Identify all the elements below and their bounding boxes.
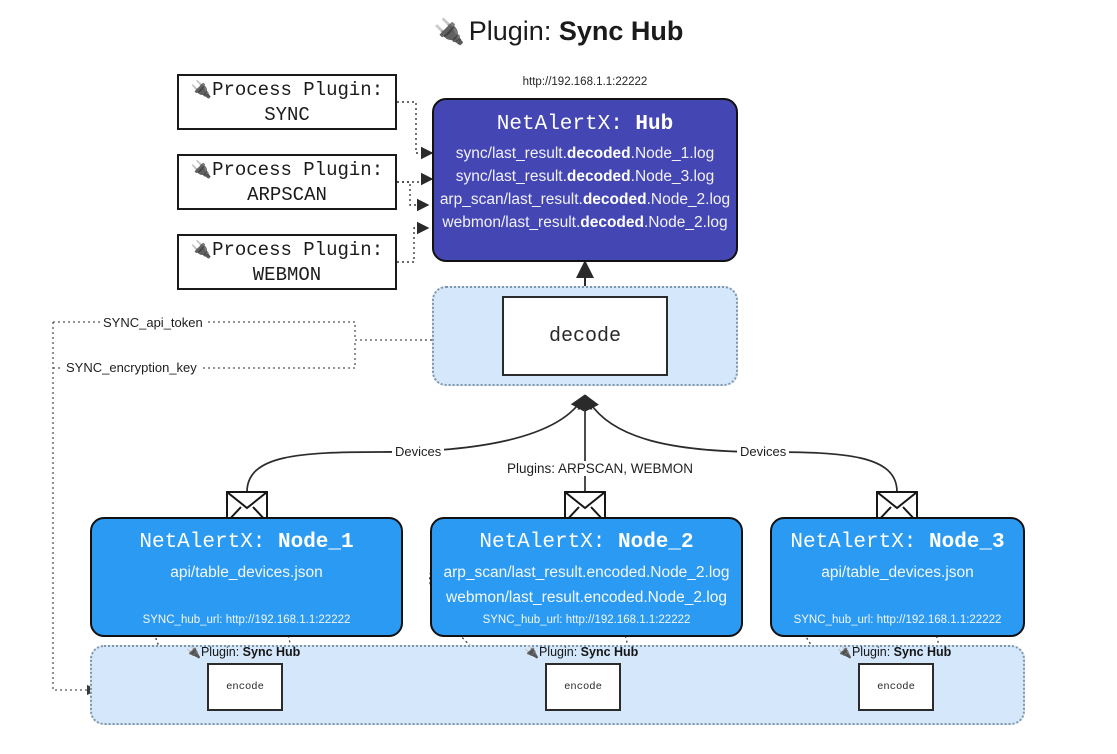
plug-icon: 🔌 xyxy=(433,18,465,46)
hub-log-row: sync/last_result.decoded.Node_1.log xyxy=(455,145,715,162)
node-1-lines: api/table_devices.json xyxy=(170,564,323,582)
encoder-1-caption: 🔌Plugin: Sync Hub xyxy=(186,645,301,659)
node-3-box[interactable]: NetAlertX: Node_3 api/table_devices.json… xyxy=(770,517,1025,637)
node-2-box[interactable]: NetAlertX: Node_2 arp_scan/last_result.e… xyxy=(430,517,743,637)
encode-box-2[interactable]: encode xyxy=(545,663,621,711)
sync-api-token-label: SYNC_api_token xyxy=(100,315,206,330)
process-plugin-webmon-box[interactable]: 🔌Process Plugin: WEBMON xyxy=(177,234,397,290)
node-3-hub-url: SYNC_hub_url: http://192.168.1.1:22222 xyxy=(793,614,1002,626)
process-plugin-webmon-line2: WEBMON xyxy=(252,264,322,286)
plug-icon: 🔌 xyxy=(186,645,201,659)
encode-label: encode xyxy=(226,681,264,693)
node-2-title: NetAlertX: Node_2 xyxy=(479,531,694,554)
process-plugin-sync-box[interactable]: 🔌Process Plugin: SYNC xyxy=(177,74,397,130)
page-title-name: Sync Hub xyxy=(558,16,684,46)
encode-box-3[interactable]: encode xyxy=(858,663,934,711)
hub-title: NetAlertX: Hub xyxy=(496,113,674,136)
encode-label: encode xyxy=(564,681,602,693)
node-2-line: webmon/last_result.encoded.Node_2.log xyxy=(446,589,727,606)
process-plugin-sync-line2: SYNC xyxy=(264,104,310,126)
node-1-box[interactable]: NetAlertX: Node_1 api/table_devices.json… xyxy=(90,517,403,637)
hub-log-row: webmon/last_result.decoded.Node_2.log xyxy=(442,214,728,231)
plug-icon: 🔌 xyxy=(190,240,213,260)
process-plugin-webmon-line1: 🔌Process Plugin: xyxy=(190,239,384,261)
process-plugin-arpscan-line1: 🔌Process Plugin: xyxy=(190,159,384,181)
plug-icon: 🔌 xyxy=(190,80,213,100)
process-plugin-arpscan-box[interactable]: 🔌Process Plugin: ARPSCAN xyxy=(177,154,397,210)
node-2-line: arp_scan/last_result.encoded.Node_2.log xyxy=(443,564,730,581)
sync-encryption-key-label: SYNC_encryption_key xyxy=(63,360,200,375)
decode-label: decode xyxy=(548,324,621,348)
decode-box[interactable]: decode xyxy=(502,296,668,376)
hub-log-row: arp_scan/last_result.decoded.Node_2.log xyxy=(439,191,731,208)
plug-icon: 🔌 xyxy=(524,645,539,659)
hub-url-label: http://192.168.1.1:22222 xyxy=(522,76,648,88)
page-title: 🔌Plugin: Sync Hub xyxy=(0,16,1117,47)
process-plugin-sync-line1: 🔌Process Plugin: xyxy=(190,79,384,101)
node-1-hub-url: SYNC_hub_url: http://192.168.1.1:22222 xyxy=(142,614,351,626)
node-2-lines: arp_scan/last_result.encoded.Node_2.log … xyxy=(443,564,729,607)
encoder-3-caption: 🔌Plugin: Sync Hub xyxy=(837,645,952,659)
plug-icon: 🔌 xyxy=(190,160,213,180)
edge-label-devices-left: Devices xyxy=(392,444,445,459)
hub-node[interactable]: NetAlertX: Hub sync/last_result.decoded.… xyxy=(432,98,738,262)
edge-label-plugins: Plugins: ARPSCAN, WEBMON xyxy=(504,461,697,476)
node-1-line: api/table_devices.json xyxy=(170,564,323,581)
hub-log-row: sync/last_result.decoded.Node_3.log xyxy=(455,168,715,185)
encoder-2-caption: 🔌Plugin: Sync Hub xyxy=(524,645,639,659)
edge-label-devices-right: Devices xyxy=(737,444,790,459)
plug-icon: 🔌 xyxy=(837,645,852,659)
page-title-prefix: Plugin: xyxy=(468,16,559,46)
node-3-lines: api/table_devices.json xyxy=(821,564,974,582)
hub-log-list: sync/last_result.decoded.Node_1.log sync… xyxy=(434,145,736,232)
node-1-title: NetAlertX: Node_1 xyxy=(139,531,354,554)
node-2-hub-url: SYNC_hub_url: http://192.168.1.1:22222 xyxy=(482,614,691,626)
process-plugin-arpscan-line2: ARPSCAN xyxy=(247,184,327,206)
encode-box-1[interactable]: encode xyxy=(207,663,283,711)
encode-label: encode xyxy=(877,681,915,693)
node-3-line: api/table_devices.json xyxy=(821,564,974,581)
node-3-title: NetAlertX: Node_3 xyxy=(790,531,1005,554)
